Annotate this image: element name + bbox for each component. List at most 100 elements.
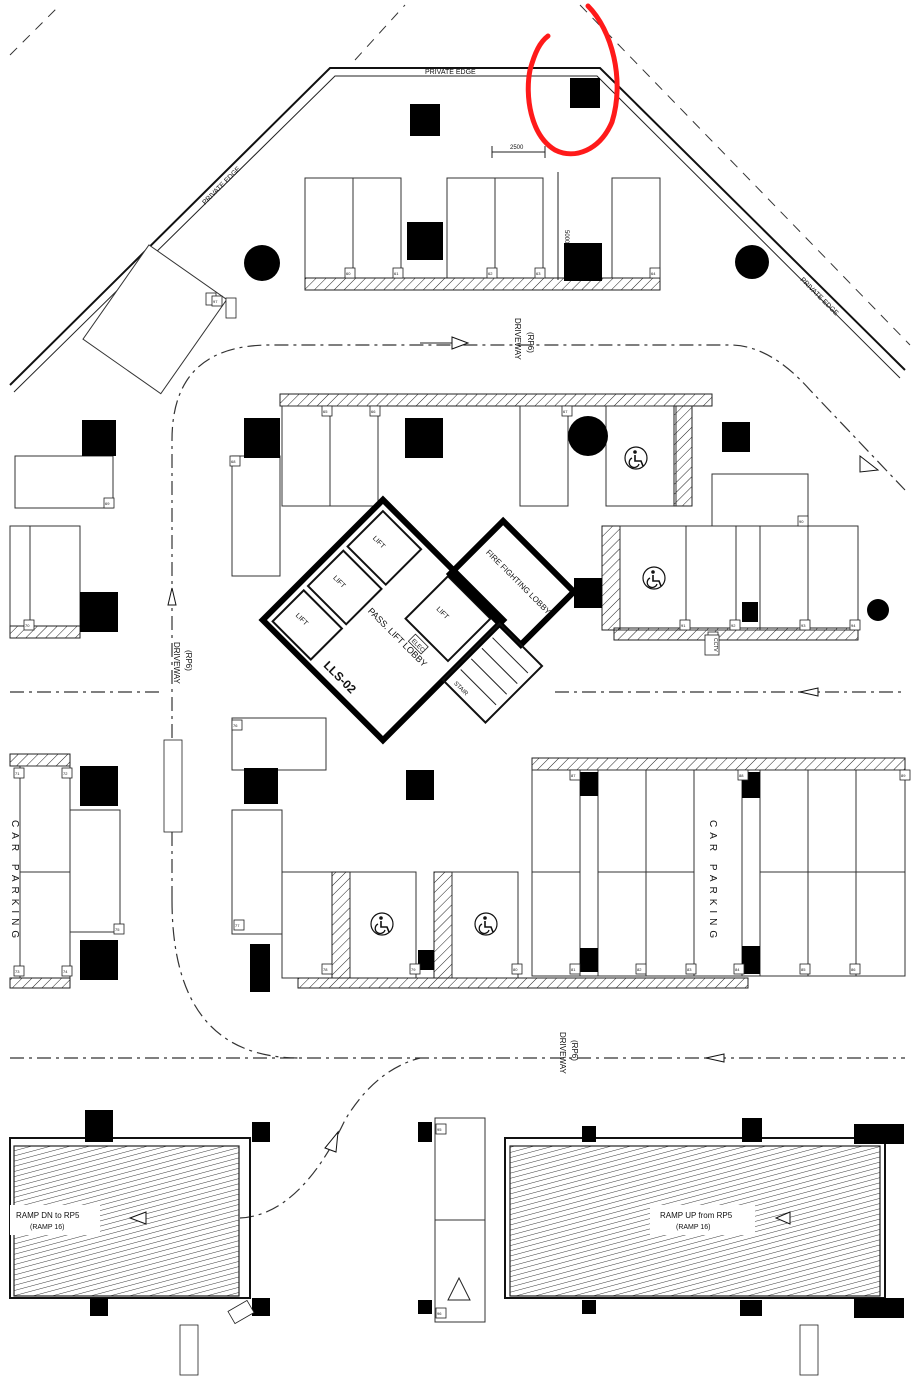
bay-number-tag [344, 267, 356, 279]
ramp-up: RAMP UP from RP5 (RAMP 16) [504, 1118, 904, 1376]
lower-central-block [231, 717, 749, 992]
bay-number-tag [561, 405, 573, 417]
bay-number-tag [229, 455, 241, 467]
bay-number-text: 65 [323, 409, 328, 414]
bay-number-tag [435, 1123, 447, 1135]
bay-number-text: 62 [488, 271, 493, 276]
driveway-left-label: DRIVEWAY [172, 642, 181, 684]
bay-number-text: 78 [323, 967, 328, 972]
lift-tag-4: LIFT [435, 606, 451, 622]
bay-number-text: 81 [571, 967, 576, 972]
bay-number-tag [61, 767, 73, 779]
bay-number-tag [409, 963, 421, 975]
bay-number-tag [569, 963, 581, 975]
bay-number-tag [534, 267, 546, 279]
bay-number-tag [849, 619, 861, 631]
bay-number-text: 76 [233, 723, 238, 728]
dimension-2500: 2500 [510, 145, 524, 151]
car-parking-left-label: CAR PARKING [9, 820, 20, 943]
lift-tag-2: LIFT [331, 575, 347, 591]
dimension-5000: 5000 [563, 230, 569, 244]
core-id-label: LLS-02 [321, 658, 359, 696]
bay-number-text: 61 [394, 271, 399, 276]
bay-number-text: 95 [437, 1127, 442, 1132]
ramp-down: RAMP DN to RP5 (RAMP 16) [9, 1110, 270, 1376]
bay-number-text: 80 [513, 967, 518, 972]
private-edge-right-label: PRIVATE EDGE [799, 276, 840, 317]
bay-number-tag [511, 963, 523, 975]
rp6-bottom-label: (RP6) [570, 1040, 579, 1061]
bay-number-text: 66 [371, 409, 376, 414]
bay-number-tag [799, 963, 811, 975]
bay-number-tag [679, 619, 691, 631]
bay-number-text: 60 [346, 271, 351, 276]
bay-number-tag [649, 267, 661, 279]
car-parking-right-label: CAR PARKING [707, 820, 718, 943]
bay-number-tag [849, 963, 861, 975]
bay-number-tag [233, 919, 245, 931]
bay-number-text: 84 [735, 967, 740, 972]
bay-number-text: 89 [901, 773, 906, 778]
bay-number-text: 72 [63, 771, 68, 776]
bay-number-tag [569, 769, 581, 781]
bay-number-text: 64 [651, 271, 656, 276]
bay-number-tag [799, 619, 811, 631]
bay-number-tag [321, 405, 333, 417]
bay-number-text: 75 [115, 927, 120, 932]
bay-number-tag [369, 405, 381, 417]
driveway-top-label: DRIVEWAY [513, 318, 522, 360]
bay-number-tag [113, 923, 125, 935]
rp6-left-label: (RP6) [184, 650, 193, 671]
bay-number-text: 79 [411, 967, 416, 972]
lift-tag-1: LIFT [371, 535, 387, 551]
driveway-lines: DRIVEWAY (RP6) DRIVEWAY (RP6) DRIVEWAY (… [10, 318, 906, 1219]
bay-number-text: 96 [437, 1311, 442, 1316]
bay-number-tag [321, 963, 333, 975]
bay-number-tag [486, 267, 498, 279]
bay-number-text: 67 [563, 409, 568, 414]
bay-number-tag [392, 267, 404, 279]
bay-number-tag [231, 719, 243, 731]
bay-number-tag [729, 619, 741, 631]
bay-number-tag [23, 619, 35, 631]
bay-number-tag [435, 1307, 447, 1319]
bay-number-text: 94 [851, 623, 856, 628]
bay-number-text: 82 [637, 967, 642, 972]
bay-number-text: 86 [851, 967, 856, 972]
lift-tag-3: LIFT [294, 612, 310, 628]
bay-number-text: 93 [801, 623, 806, 628]
bay-number-tag [13, 767, 25, 779]
bay-number-text: 92 [731, 623, 736, 628]
driveway-bottom-label: DRIVEWAY [558, 1032, 567, 1074]
ramp-up-sublabel: (RAMP 16) [676, 1224, 711, 1231]
bay-number-text: 71 [15, 771, 20, 776]
private-edge-left-label: PRIVATE EDGE [201, 165, 242, 206]
ramp-down-label: RAMP DN to RP5 [16, 1211, 80, 1220]
red-markup-circle [525, 3, 620, 157]
bay-number-text: 90 [799, 519, 804, 524]
bay-number-text: 69 [105, 501, 110, 506]
bay-number-tag [103, 497, 115, 509]
bay-number-text: 63 [536, 271, 541, 276]
bay-number-tag [737, 769, 749, 781]
pass-lift-lobby-label: PASS. LIFT LOBBY [366, 606, 429, 669]
bay-number-text: 77 [235, 923, 240, 928]
top-parking-row: 2500 5000 [82, 78, 769, 395]
ramp-down-sublabel: (RAMP 16) [30, 1224, 65, 1231]
private-edge-top-label: PRIVATE EDGE [425, 69, 476, 76]
bay-number-tag [211, 295, 223, 307]
bay-number-text: 85 [801, 967, 806, 972]
cctv-label: CCTV [712, 638, 718, 652]
bay-number-tag [685, 963, 697, 975]
right-parking-block [574, 473, 889, 655]
bay-number-text: 88 [739, 773, 744, 778]
cctv-camera-icon: CCTV [704, 634, 720, 656]
bay-stack-lower [418, 1117, 486, 1323]
bay-number-text: 91 [681, 623, 686, 628]
stair-tag: STAIR [452, 681, 469, 698]
bay-number-text: 70 [25, 623, 30, 628]
bay-number-tag [733, 963, 745, 975]
rp6-top-label: (RP6) [526, 332, 535, 353]
ramp-up-label: RAMP UP from RP5 [660, 1211, 733, 1220]
